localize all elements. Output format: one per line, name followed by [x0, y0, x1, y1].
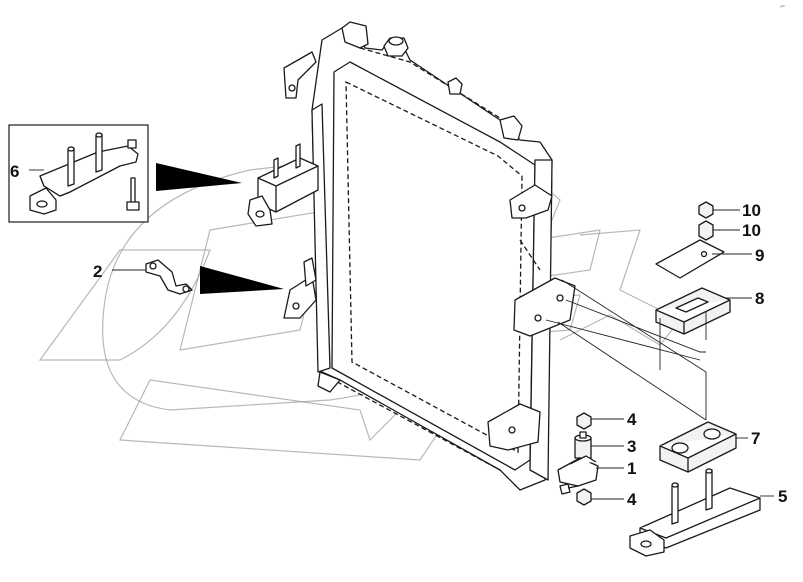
pointer-arrow-6	[156, 163, 242, 191]
callout-8: 8	[755, 289, 764, 308]
callout-10-upper: 10	[742, 201, 761, 220]
part-10-nut-upper	[698, 201, 714, 219]
part-7-pad	[659, 421, 737, 473]
installed-bracket-6	[247, 143, 319, 227]
part-3-mount	[574, 431, 592, 459]
callout-2: 2	[93, 262, 102, 281]
part-2-clip	[145, 259, 193, 295]
callouts: 6 2 10 10 9 8 7 5 4 3 1 4	[10, 162, 787, 509]
part-6-inset	[8, 124, 149, 223]
part-9-plate	[655, 239, 725, 279]
callout-5: 5	[778, 487, 787, 506]
callout-7: 7	[751, 429, 760, 448]
callout-4-top: 4	[627, 410, 637, 429]
part-1-bracket	[557, 455, 599, 487]
callout-6: 6	[10, 162, 19, 181]
part-8-pad	[655, 287, 731, 335]
part-4-nut-bottom	[576, 488, 592, 506]
callout-9: 9	[755, 246, 764, 265]
callout-4-bottom: 4	[627, 490, 637, 509]
assembly-lines	[545, 279, 707, 421]
callout-3: 3	[627, 437, 636, 456]
pointer-arrow-2	[200, 266, 284, 294]
small-bolt	[559, 483, 579, 495]
leader-lines	[29, 169, 774, 500]
part-4-nut-top	[576, 412, 592, 430]
part-5-bracket	[629, 468, 761, 557]
corner-mark: ᵞᴵᴬ	[780, 5, 786, 11]
callout-10-lower: 10	[742, 221, 761, 240]
callout-1: 1	[627, 459, 636, 478]
radiator-assembly	[283, 21, 576, 491]
part-10-nut-lower	[698, 220, 714, 241]
